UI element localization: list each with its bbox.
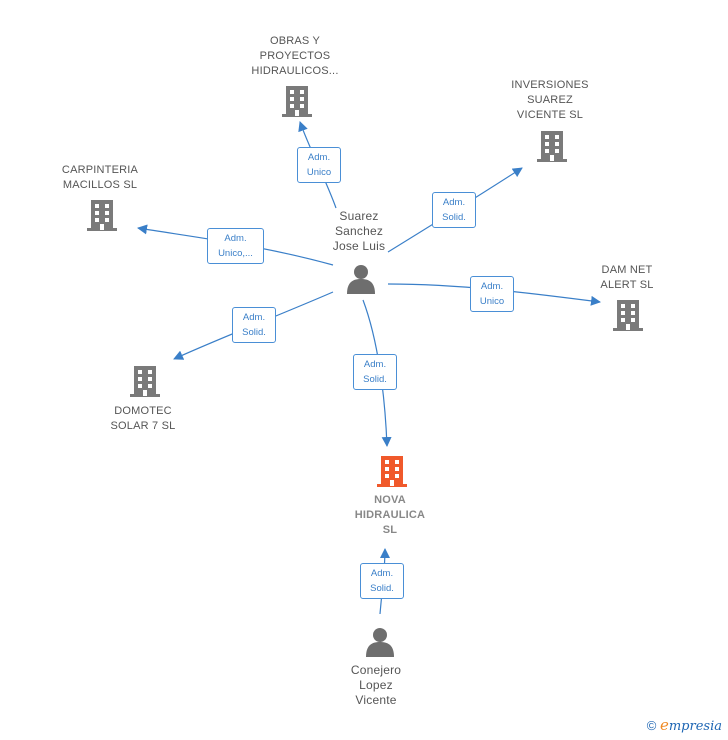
node-label-suarez[interactable]: Suarez Sanchez Jose Luis <box>332 209 386 253</box>
node-label-domotec[interactable]: DOMOTEC SOLAR 7 SL <box>110 405 176 432</box>
building-icon-damnet[interactable] <box>613 300 643 331</box>
node-label-obras[interactable]: OBRAS Y PROYECTOS HIDRAULICOS... <box>251 35 339 77</box>
edge-label-inversiones: Adm. Solid. <box>432 192 476 228</box>
building-icon-obras[interactable] <box>282 86 312 117</box>
brand-footer: © empresia <box>647 716 722 734</box>
edge-label-domotec: Adm. Solid. <box>232 307 276 343</box>
edge-label-conejero-nova: Adm. Solid. <box>360 563 404 599</box>
building-icon-domotec[interactable] <box>130 366 160 397</box>
edge-label-obras: Adm. Unico <box>297 147 341 183</box>
edge-label-damnet: Adm. Unico <box>470 276 514 312</box>
node-label-damnet[interactable]: DAM NET ALERT SL <box>600 264 654 291</box>
brand-logo-text: mpresia <box>668 719 722 734</box>
building-icon-carpinteria[interactable] <box>87 200 117 231</box>
person-icon-suarez[interactable] <box>347 265 375 294</box>
building-icon-nova[interactable] <box>377 456 407 487</box>
person-icon-conejero[interactable] <box>366 628 394 657</box>
node-label-carpinteria[interactable]: CARPINTERIA MACILLOS SL <box>61 164 139 191</box>
copyright-symbol: © <box>646 718 657 733</box>
brand-logo-e: e <box>659 716 669 734</box>
edge-label-nova: Adm. Solid. <box>353 354 397 390</box>
node-label-inversiones[interactable]: INVERSIONES SUAREZ VICENTE SL <box>511 79 589 121</box>
building-icon-inversiones[interactable] <box>537 131 567 162</box>
edge-label-carpinteria: Adm. Unico,... <box>207 228 264 264</box>
node-label-conejero[interactable]: Conejero Lopez Vicente <box>350 663 402 707</box>
node-label-nova[interactable]: NOVA HIDRAULICA SL <box>354 494 426 536</box>
